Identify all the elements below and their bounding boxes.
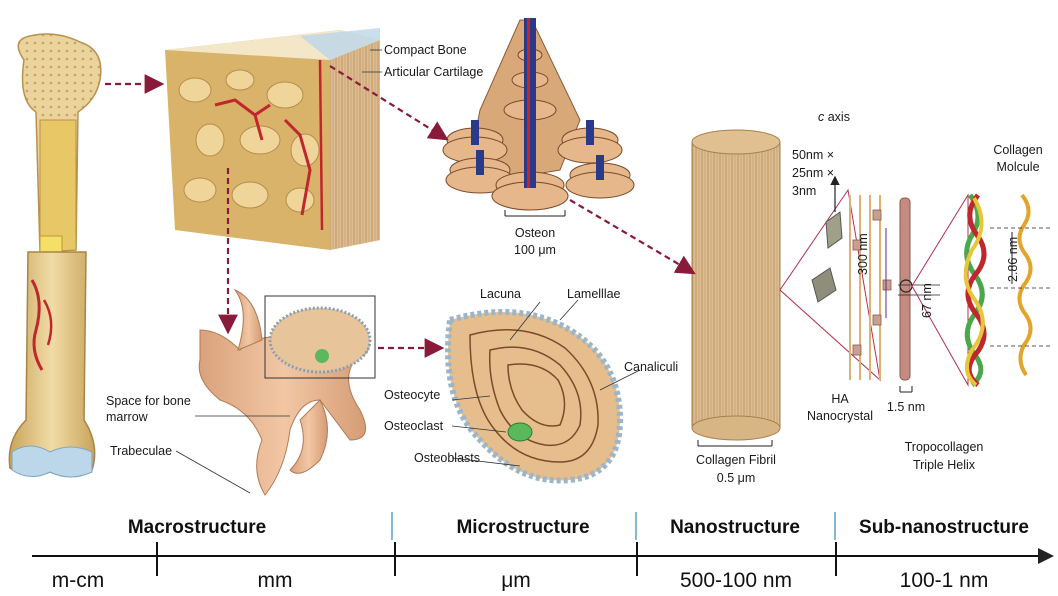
label-ha-1: HA	[831, 392, 848, 406]
scale-title-nano: Nanostructure	[670, 517, 800, 539]
label-crystal-dim-3: 3nm	[792, 184, 816, 198]
compact-bone-block	[165, 28, 380, 250]
label-canaliculi: Canaliculi	[624, 360, 678, 374]
triple-helix-illustration	[966, 195, 1052, 385]
label-c-axis: c axis	[818, 110, 850, 124]
trabecular-bone-illustration	[199, 290, 375, 495]
label-collagen-molecule-2: Molcule	[996, 160, 1039, 174]
scale-title-micro: Microstructure	[456, 517, 589, 539]
label-osteoclast: Osteoclast	[384, 419, 443, 433]
label-crystal-dim-1: 50nm ×	[792, 148, 834, 162]
label-lacuna: Lacuna	[480, 287, 521, 301]
scale-unit-um: μm	[501, 569, 531, 593]
label-compact-bone: Compact Bone	[384, 43, 467, 57]
label-crystal-dim-2: 25nm ×	[792, 166, 834, 180]
label-osteocyte: Osteocyte	[384, 388, 440, 402]
label-collagen-fibril: Collagen Fibril	[696, 453, 776, 467]
label-space-marrow-2: marrow	[106, 410, 148, 424]
label-fibril-size: 0.5 μm	[717, 471, 755, 485]
label-osteon-size: 100 μm	[514, 243, 556, 257]
nanostructure-illustration	[780, 178, 968, 392]
osteon-illustration	[443, 18, 634, 216]
label-trabeculae: Trabeculae	[110, 444, 172, 458]
label-c-axis-word: axis	[824, 110, 850, 124]
label-space-marrow-1: Space for bone	[106, 394, 191, 408]
label-tropocollagen-width: 1.5 nm	[887, 400, 925, 414]
label-67nm: 67 nm	[920, 283, 934, 318]
label-osteon: Osteon	[515, 226, 555, 240]
scale-title-subnano: Sub-nanostructure	[859, 517, 1029, 539]
long-bone-illustration	[9, 34, 100, 477]
scale-title-macro: Macrostructure	[128, 517, 266, 539]
label-2-86nm: 2.86 nm	[1006, 237, 1020, 282]
scale-unit-nm-range-1: 500-100 nm	[680, 569, 792, 593]
label-collagen-molecule-1: Collagen	[993, 143, 1042, 157]
scale-unit-m-cm: m-cm	[52, 569, 104, 593]
label-articular-cartilage: Articular Cartilage	[384, 65, 483, 79]
label-lamellae: Lamelllae	[567, 287, 621, 301]
label-ha-2: Nanocrystal	[807, 409, 873, 423]
scale-unit-mm: mm	[258, 569, 293, 593]
label-osteoblasts: Osteoblasts	[414, 451, 480, 465]
collagen-fibril-illustration	[692, 130, 780, 446]
label-300nm: 300 nm	[856, 233, 870, 275]
scale-unit-nm-range-2: 100-1 nm	[900, 569, 989, 593]
label-tropocollagen-2: Triple Helix	[913, 458, 975, 472]
label-tropocollagen-1: Tropocollagen	[905, 440, 984, 454]
